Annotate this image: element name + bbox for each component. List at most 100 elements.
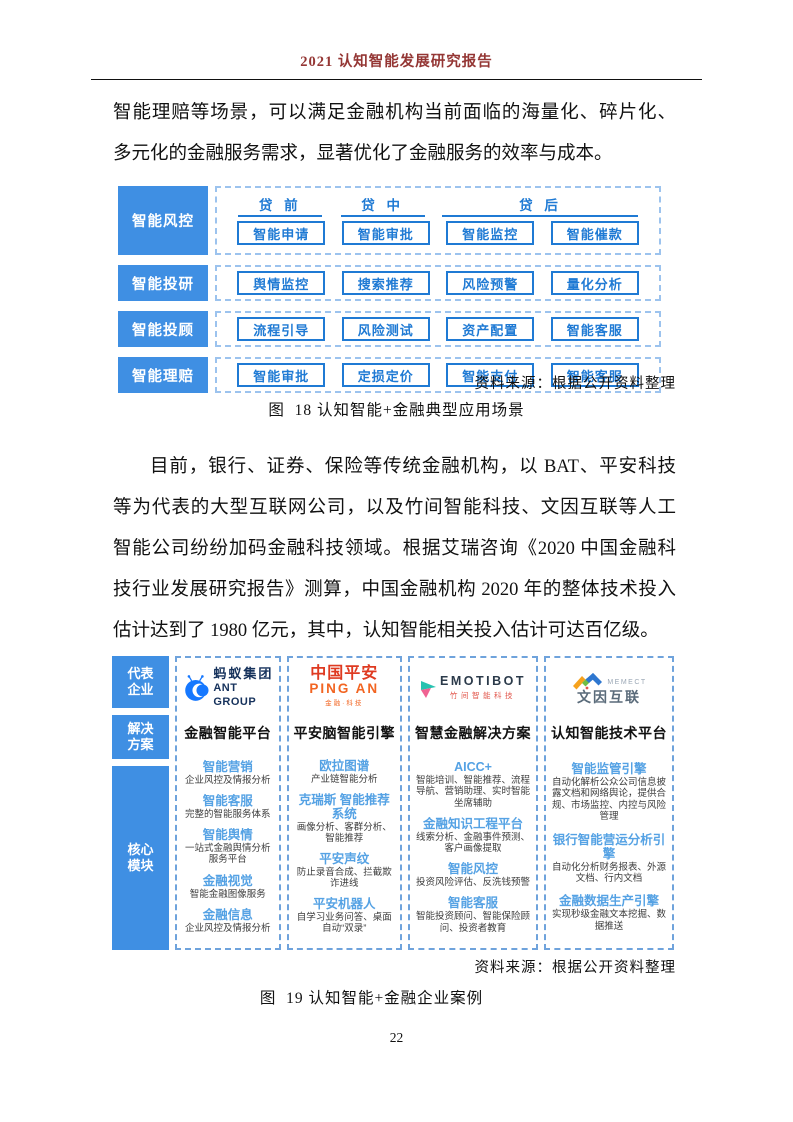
diagram-box: 舆情监控 (237, 271, 326, 295)
diagram-box: 定损定价 (341, 363, 430, 387)
solution-title: 认知智能技术平台 (551, 725, 667, 741)
diagram-box: 智能催款 (550, 221, 639, 245)
page-number: 22 (389, 1030, 404, 1045)
diagram-box: 流程引导 (237, 317, 326, 341)
fig18-buttons-row: 智能申请 智能审批 智能监控 智能催款 (229, 221, 647, 245)
module-item: 平安机器人 自学习业务问答、桌面自动“双录” (296, 896, 392, 935)
company-column-ant-group: 蚂蚁集团 ANT GROUP 金融智能平台 智能营销 企业风控及情报分析 智能客… (175, 656, 281, 950)
solution-title: 平安脑智能引擎 (293, 725, 395, 741)
fig18-row-container: 舆情监控 搜索推荐 风险预警 量化分析 (215, 265, 661, 301)
figure-19-caption: 图 19 认知智能+金融企业案例 (259, 990, 484, 1007)
solution-title: 金融智能平台 (184, 725, 272, 741)
paragraph-2: 目前，银行、证券、保险等传统金融机构，以 BAT、平安科技 等为代表的大型互联网… (113, 447, 676, 652)
paragraph-line: 估计达到了 1980 亿元，其中，认知智能相关投入估计可达百亿级。 (113, 621, 659, 641)
phase-underline (340, 215, 425, 217)
diagram-box: 智能审批 (237, 363, 326, 387)
paragraph-line: 智能公司纷纷加码金融科技领域。根据艾瑞咨询《2020 中国金融科 (113, 539, 676, 559)
module-item: 银行智能营运分析引擎 自动化分析财务报表、外源文档、行内文档 (551, 832, 666, 885)
diagram-box: 资产配置 (446, 317, 535, 341)
module-item: 智能舆情 一站式金融舆情分析服务平台 (184, 827, 271, 866)
fig19-sidebar: 代表企业 解决方案 核心模块 (112, 656, 169, 950)
phase-underline (238, 215, 323, 217)
fig18-row-claims: 智能理赔 智能审批 定损定价 智能支付 智能客服 (118, 357, 661, 393)
phase-underline (442, 215, 639, 217)
diagram-box: 搜索推荐 (341, 271, 430, 295)
figure-18-caption: 图 18 认知智能+金融典型应用场景 (268, 402, 525, 419)
phase-post-loan: 贷 后 (434, 194, 647, 217)
company-column-ping-an: 中国平安 PING AN 金融·科技 平安脑智能引擎 欧拉图谱 产业链智能分析 … (286, 656, 402, 950)
paragraph-line: 等为代表的大型互联网公司，以及竹间智能科技、文因互联等人工 (113, 498, 676, 518)
emotibot-logo-icon (421, 680, 437, 698)
module-item: 智能风控 投资风险评估、反洗钱预警 (415, 862, 530, 889)
diagram-box: 量化分析 (550, 271, 639, 295)
company-name-cn: 竹间智能科技 (450, 690, 516, 700)
diagram-box: 智能审批 (341, 221, 430, 245)
company-column-emotibot: EMOTIBOT 竹间智能科技 智慧金融解决方案 AICC+ 智能培训、智能推荐… (408, 656, 538, 950)
fig18-row-research: 智能投研 舆情监控 搜索推荐 风险预警 量化分析 (118, 265, 661, 301)
fig18-row-container: 智能审批 定损定价 智能支付 智能客服 (215, 357, 661, 393)
module-item: 克瑞斯 智能推荐系统 画像分析、客群分析、智能推荐 (296, 792, 392, 845)
diagram-box: 智能监控 (446, 221, 535, 245)
row-label: 智能投顾 (118, 311, 208, 347)
emotibot-logo: EMOTIBOT 竹间智能科技 (420, 673, 526, 702)
module-item: 金融知识工程平台 线索分析、金融事件预测、客户画像提取 (415, 816, 530, 855)
module-item: 平安声纹 防止录音合成、拦截欺诈进线 (296, 851, 392, 890)
module-item: AICC+ 智能培训、智能推荐、流程导航、营销助理、实时智能坐席辅助 (415, 759, 530, 809)
company-name-cn: 蚂蚁集团 (213, 666, 274, 681)
module-item: 智能监管引擎 自动化解析公众公司信息披露文档和网络舆论，提供合规、市场监控、内控… (551, 761, 666, 823)
row-label: 智能理赔 (118, 357, 208, 393)
paragraph-line: 技行业发展研究报告》测算，中国金融机构 2020 年的整体技术投入 (113, 580, 676, 600)
source-note: 资料来源：根据公开资料整理 (474, 376, 676, 392)
phase-label: 贷 中 (361, 198, 405, 213)
diagram-box: 智能申请 (237, 221, 326, 245)
sidebar-label-companies: 代表企业 (112, 656, 169, 708)
phase-mid-loan: 贷 中 (331, 194, 433, 217)
report-header-title: 2021 认知智能发展研究报告 (91, 50, 702, 80)
paragraph-1: 智能理赔等场景，可以满足金融机构当前面临的海量化、碎片化、 多元化的金融服务需求… (113, 93, 676, 175)
module-item: 智能营销 企业风控及情报分析 (184, 759, 271, 786)
company-tagline: 金融·科技 (325, 699, 364, 707)
company-name-en: ANT GROUP (213, 682, 257, 708)
paragraph-line: 目前，银行、证券、保险等传统金融机构，以 BAT、平安科技 (150, 457, 676, 477)
ping-an-logo: 中国平安 PING AN 金融·科技 (309, 664, 380, 711)
figure-18-application-matrix: 智能风控 贷 前 贷 中 贷 后 智能申请 智能审批 智能监控 (118, 186, 661, 403)
company-name-en: PING AN (309, 680, 380, 696)
company-name-cn: 中国平安 (310, 664, 379, 682)
sidebar-label-core-modules: 核心模块 (112, 766, 169, 950)
phase-label: 贷 前 (258, 198, 302, 213)
paragraph-line: 智能理赔等场景，可以满足金融机构当前面临的海量化、碎片化、 (113, 103, 676, 123)
company-name-en: MEMECT (607, 679, 647, 686)
memect-logo-icon (573, 673, 603, 690)
source-note: 资料来源：根据公开资料整理 (474, 960, 676, 976)
module-item: 智能客服 智能投资顾问、智能保险顾问、投资者教育 (415, 896, 530, 934)
fig18-row-container: 流程引导 风险测试 资产配置 智能客服 (215, 311, 661, 347)
ant-group-logo-icon (185, 675, 209, 701)
loan-phase-row: 贷 前 贷 中 贷 后 (229, 194, 647, 217)
ant-group-logo: 蚂蚁集团 ANT GROUP (182, 667, 274, 709)
diagram-box: 智能支付 (446, 363, 535, 387)
fig18-row-risk-control: 智能风控 贷 前 贷 中 贷 后 智能申请 智能审批 智能监控 (118, 186, 661, 255)
module-item: 欧拉图谱 产业链智能分析 (310, 759, 378, 786)
diagram-box: 风险预警 (446, 271, 535, 295)
module-item: 智能客服 完整的智能服务体系 (184, 793, 271, 820)
paragraph-line: 多元化的金融服务需求，显著优化了金融服务的效率与成本。 (113, 144, 613, 164)
module-item: 金融信息 企业风控及情报分析 (184, 907, 271, 934)
module-item: 金融数据生产引擎 实现秒级金融文本挖掘、数据推送 (551, 894, 666, 932)
memect-logo: MEMECT 文因互联 (571, 672, 646, 704)
fig18-row-container: 贷 前 贷 中 贷 后 智能申请 智能审批 智能监控 智能催款 (215, 186, 661, 255)
row-label: 智能风控 (118, 186, 208, 255)
company-name-cn: 文因互联 (577, 689, 641, 705)
diagram-box: 智能客服 (550, 363, 639, 387)
diagram-box: 智能客服 (550, 317, 639, 341)
diagram-box: 风险测试 (341, 317, 430, 341)
company-name-en: EMOTIBOT (440, 673, 526, 688)
row-label: 智能投研 (118, 265, 208, 301)
sidebar-label-solutions: 解决方案 (112, 715, 169, 759)
solution-title: 智慧金融解决方案 (415, 725, 531, 741)
fig18-row-advisory: 智能投顾 流程引导 风险测试 资产配置 智能客服 (118, 311, 661, 347)
company-column-memect: MEMECT 文因互联 认知智能技术平台 智能监管引擎 自动化解析公众公司信息披… (544, 656, 674, 950)
phase-pre-loan: 贷 前 (229, 194, 331, 217)
figure-19-company-cases: 代表企业 解决方案 核心模块 蚂蚁集团 ANT GROUP (112, 656, 674, 950)
module-item: 金融视觉 智能金融图像服务 (189, 873, 266, 900)
phase-label: 贷 后 (519, 198, 562, 213)
